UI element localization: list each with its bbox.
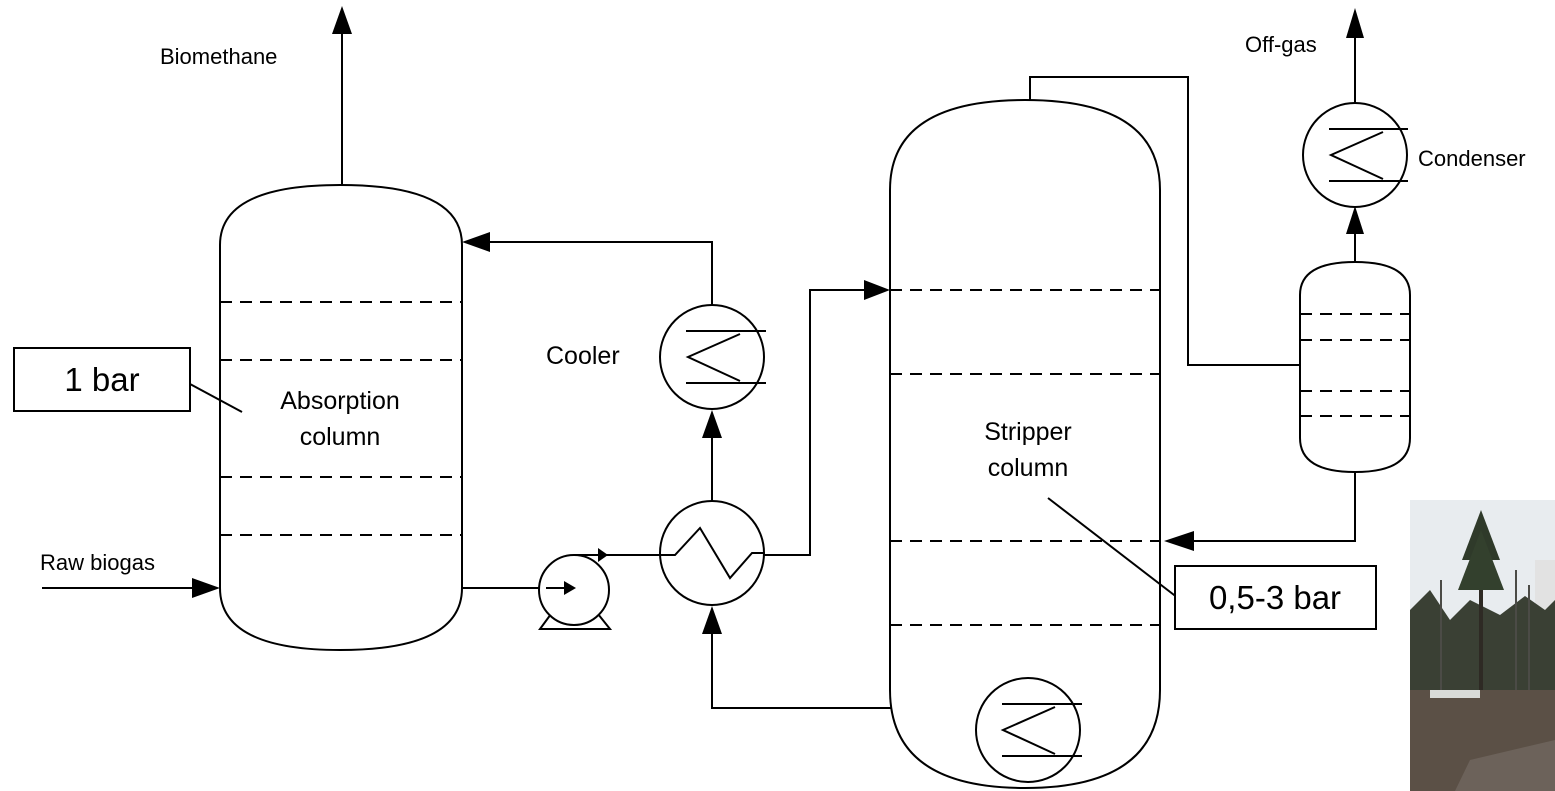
condenser	[1302, 102, 1408, 208]
biomethane-outlet	[332, 6, 352, 185]
stripper-column-label-2: column	[988, 454, 1069, 482]
lean-solvent-line	[702, 410, 722, 501]
stripper-pressure-callout	[1047, 497, 1377, 630]
absorber-pressure-callout	[13, 347, 243, 413]
rich-solvent-line	[764, 280, 890, 556]
stripper-column	[889, 98, 1161, 790]
reboiler	[975, 677, 1082, 783]
reflux-line	[1164, 472, 1356, 551]
off-gas-label: Off-gas	[1245, 32, 1317, 57]
separator-drum	[1299, 260, 1411, 474]
raw-biogas-inlet	[42, 578, 220, 598]
off-gas-outlet	[1346, 8, 1364, 103]
stripper-column-label-1: Stripper	[984, 418, 1072, 446]
absorption-column-label-1: Absorption	[280, 387, 400, 415]
stripper-overhead-line	[1029, 76, 1300, 366]
absorber-pressure-label: 1 bar	[64, 361, 139, 398]
photo-thumbnail	[1410, 500, 1555, 791]
pump	[462, 548, 660, 630]
stripper-pressure-label: 0,5-3 bar	[1209, 579, 1341, 616]
cooler-label: Cooler	[546, 342, 620, 370]
raw-biogas-label: Raw biogas	[40, 550, 155, 575]
biomethane-label: Biomethane	[160, 44, 277, 69]
reboiler-return-line	[702, 606, 976, 709]
separator-vapor-line	[1346, 206, 1364, 262]
cooler	[659, 304, 766, 410]
absorption-column-label-2: column	[300, 423, 381, 451]
condenser-label: Condenser	[1418, 146, 1526, 171]
cooled-solvent-line	[462, 232, 713, 305]
heat-exchanger	[659, 500, 765, 606]
absorption-column	[219, 183, 463, 652]
